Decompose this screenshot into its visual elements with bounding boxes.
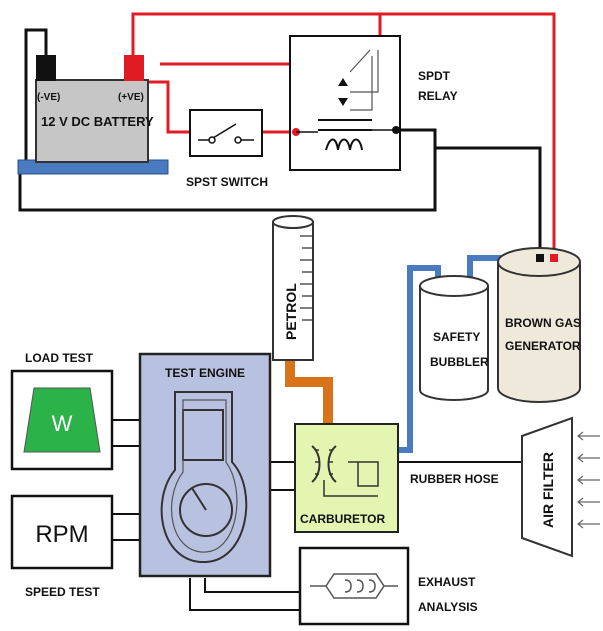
carburetor: CARBURETOR: [294, 423, 399, 533]
exhaust-label-line2: ANALYSIS: [418, 600, 478, 614]
carburetor-float-chamber: [357, 461, 379, 487]
battery-positive-label: (+VE): [118, 92, 144, 103]
relay-contact-lower: [338, 98, 348, 106]
speed-test-label: SPEED TEST: [25, 585, 100, 599]
switch-label: SPST SWITCH: [186, 175, 268, 189]
load-indicator: [23, 387, 101, 453]
generator-label-line2: GENERATOR: [505, 339, 581, 353]
engine-links: [112, 419, 522, 611]
spdt-relay: SPDT RELAY: [289, 35, 458, 171]
relay-label-line2: RELAY: [418, 89, 458, 103]
air-filter-body: [521, 416, 573, 558]
positive-wires: [131, 12, 556, 258]
engine-connecting-rod: [191, 487, 207, 511]
relay-label-line1: SPDT: [418, 69, 451, 83]
generator-positive-terminal: [550, 254, 558, 262]
carburetor-venturi: [311, 445, 337, 483]
load-test-label: LOAD TEST: [25, 351, 94, 365]
engine-crankshaft: [179, 483, 233, 537]
bubbler-label-line1: SAFETY: [433, 330, 480, 344]
battery-to-switch-wire: [133, 80, 190, 134]
brown-gas-generator: BROWN GAS GENERATOR: [497, 247, 581, 403]
battery-negative-lead: [24, 28, 48, 172]
relay-to-generator-wire: [400, 128, 542, 258]
generator-negative-terminal: [536, 254, 544, 262]
arrow-icon: [577, 431, 600, 441]
relay-coil: [325, 138, 363, 151]
bubbler-body: [419, 286, 489, 401]
switch-box: [189, 109, 263, 157]
carburetor-body: [294, 423, 399, 533]
tank-scale: [300, 235, 312, 321]
safety-bubbler: SAFETY BUBBLER: [419, 275, 489, 401]
rpm-symbol: RPM: [35, 521, 88, 548]
battery-positive-lead: [131, 12, 382, 55]
test-engine: TEST ENGINE: [138, 352, 272, 578]
relay-to-generator-positive-wire: [380, 12, 556, 258]
negative-wires: [18, 28, 542, 258]
air-filter: AIR FILTER: [521, 416, 600, 558]
bubbler-label-line2: BUBBLER: [430, 355, 489, 369]
fuel-pipe: [285, 360, 333, 424]
generator-label-line1: BROWN GAS: [505, 316, 581, 330]
tank-label: PETROL: [283, 283, 299, 340]
rpm-box: [10, 494, 114, 570]
switch-contact-right: [234, 136, 242, 144]
battery-negative-terminal: [36, 55, 56, 81]
exhaust-analysis: EXHAUST ANALYSIS: [298, 546, 478, 626]
engine-to-exhaust-lower: [204, 578, 300, 593]
battery: (-VE) (+VE) 12 V DC BATTERY: [17, 55, 169, 175]
engine-to-exhaust-upper: [189, 578, 300, 611]
air-intake-arrows: [577, 431, 600, 529]
petrol-tank: PETROL: [272, 215, 314, 361]
muffler-icon: [310, 573, 398, 599]
arrow-icon: [577, 475, 600, 485]
battery-positive-terminal: [124, 55, 144, 81]
engine-crank-outline: [160, 391, 248, 564]
exhaust-label-line1: EXHAUST: [418, 575, 476, 589]
carburetor-label: CARBURETOR: [300, 512, 385, 526]
ground-return-wire: [18, 148, 437, 212]
tank-top: [272, 215, 314, 229]
engine-block: [138, 352, 272, 578]
battery-body: [35, 79, 149, 163]
relay-box: [289, 35, 401, 171]
speed-test: RPM SPEED TEST: [10, 494, 114, 599]
engine-label: TEST ENGINE: [165, 366, 245, 380]
relay-contact-upper: [338, 78, 348, 86]
rubber-hose-label: RUBBER HOSE: [410, 472, 499, 486]
battery-name: 12 V DC BATTERY: [41, 114, 154, 129]
battery-negative-label: (-VE): [37, 92, 60, 103]
arrow-icon: [577, 453, 600, 463]
load-symbol: W: [52, 411, 73, 436]
load-test: LOAD TEST W: [10, 351, 114, 471]
arrow-icon: [577, 497, 600, 507]
engine-crank-inner: [171, 399, 238, 553]
arrow-icon: [577, 519, 600, 529]
generator-body: [497, 262, 581, 403]
bubbler-to-carburetor-pipe: [398, 265, 441, 453]
spst-switch: SPST SWITCH: [186, 109, 268, 189]
air-filter-label: AIR FILTER: [540, 452, 556, 528]
tank-body: [272, 221, 314, 361]
